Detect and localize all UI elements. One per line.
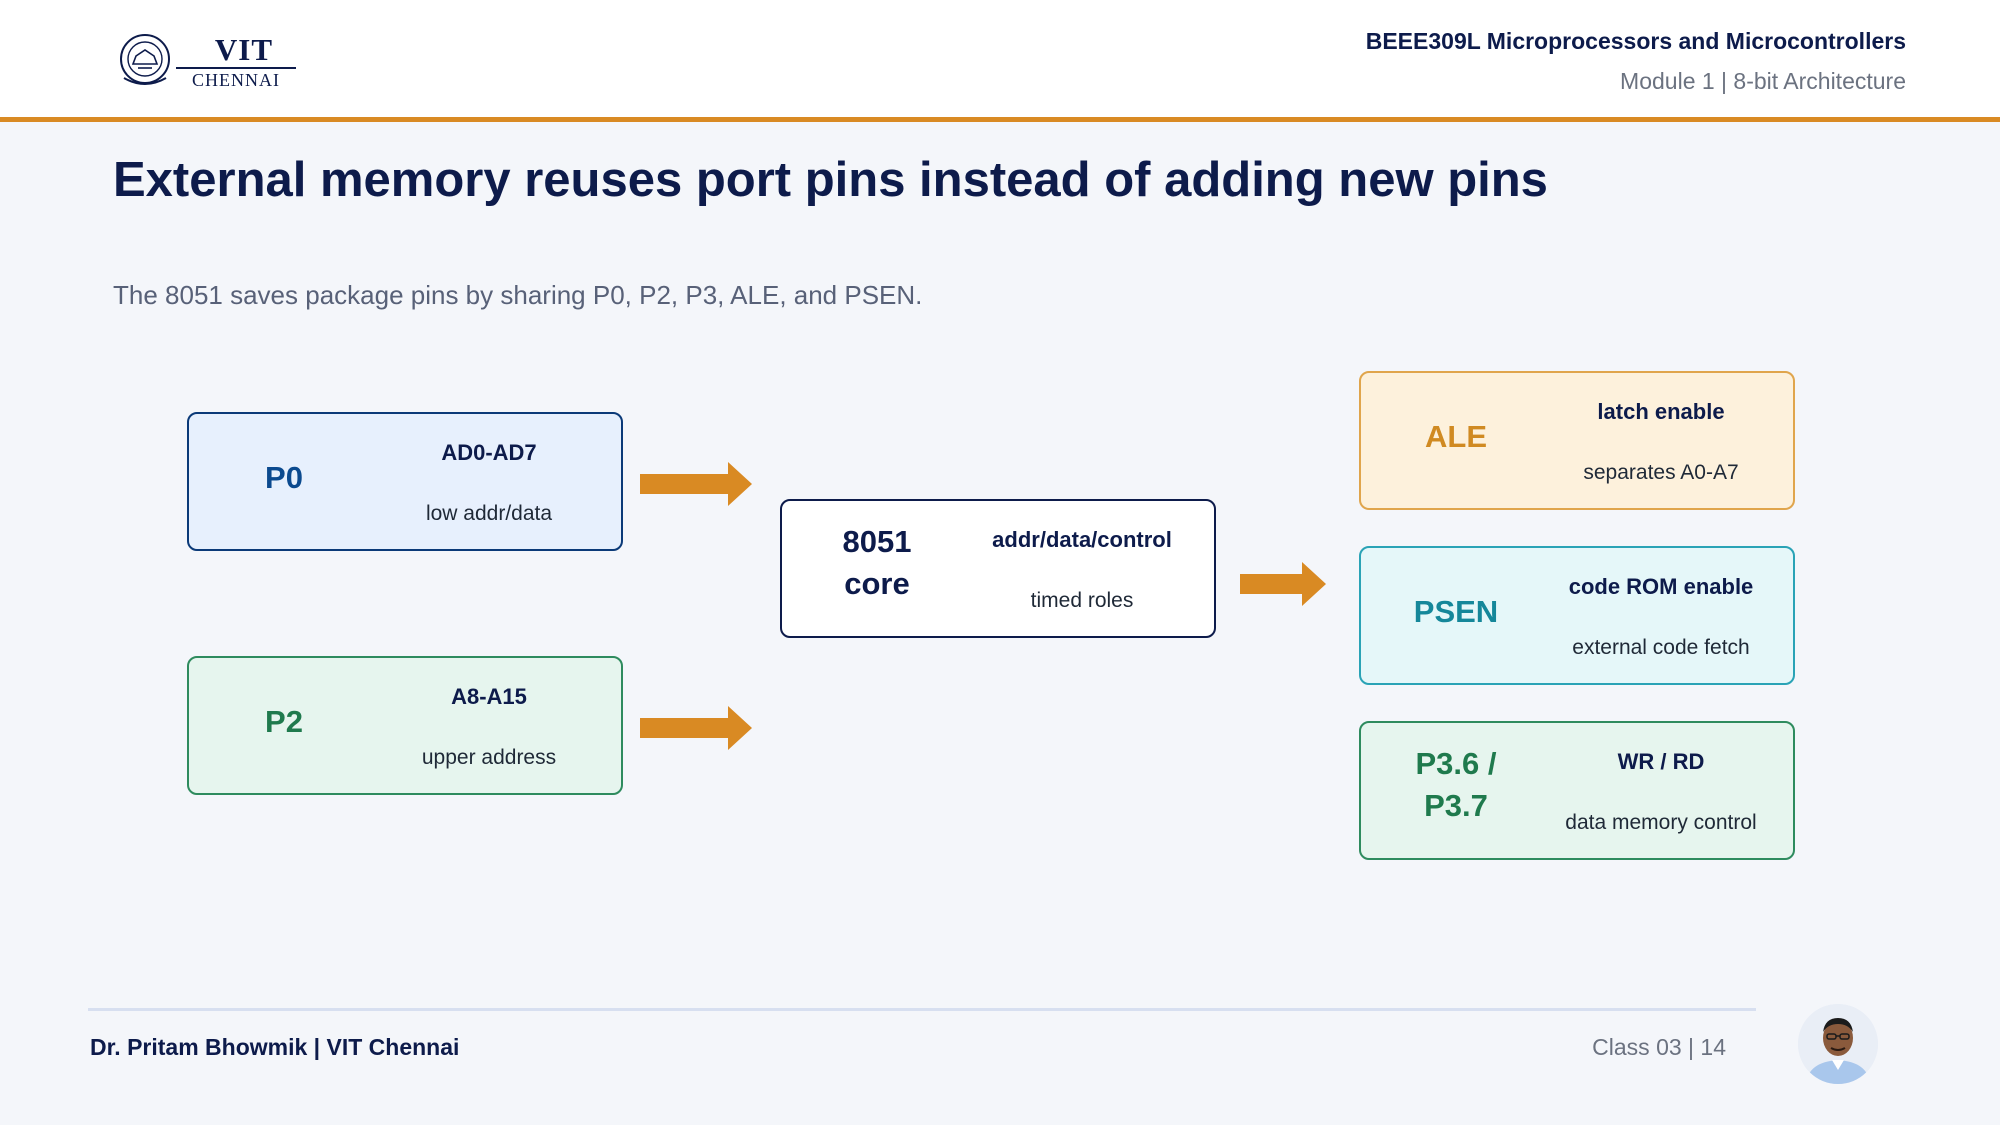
arrow-p0-to-core-icon <box>640 462 752 506</box>
core-name-line1: 8051 <box>842 524 912 559</box>
logo-rule <box>176 67 296 69</box>
arrow-p2-to-core-icon <box>640 706 752 750</box>
p3-name-line2: P3.7 <box>1424 788 1488 823</box>
presenter-avatar-icon <box>1798 1004 1878 1084</box>
logo-name: VIT <box>214 32 274 67</box>
course-title: BEEE309L Microprocessors and Microcontro… <box>1365 28 1906 54</box>
core-name-line2: core <box>844 566 910 601</box>
p2-box: P2 A8-A15 upper address <box>187 656 623 795</box>
p3-desc: data memory control <box>1565 811 1757 834</box>
ale-box: ALE latch enable separates A0-A7 <box>1359 371 1795 510</box>
p2-label: A8-A15 <box>451 684 527 709</box>
avatar <box>1798 1004 1878 1084</box>
core-label: addr/data/control <box>992 527 1172 552</box>
header-bar: VIT CHENNAI BEEE309L Microprocessors and… <box>0 0 2000 122</box>
psen-label: code ROM enable <box>1568 574 1754 599</box>
ale-label: latch enable <box>1597 399 1725 424</box>
footer-author: Dr. Pritam Bhowmik | VIT Chennai <box>90 1034 460 1060</box>
vit-seal-icon <box>120 34 170 85</box>
p3-name-line1: P3.6 / <box>1415 746 1497 781</box>
footer-class-page: Class 03 | 14 <box>1592 1034 1726 1060</box>
p2-name: P2 <box>265 704 303 739</box>
core-desc: timed roles <box>1030 589 1134 612</box>
footer-divider <box>88 1008 1756 1011</box>
course-subtitle: Module 1 | 8-bit Architecture <box>1620 68 1906 94</box>
p3-box: P3.6 / P3.7 WR / RD data memory control <box>1359 721 1795 860</box>
psen-box: PSEN code ROM enable external code fetch <box>1359 546 1795 685</box>
core-box: 8051 core addr/data/control timed roles <box>780 499 1216 638</box>
arrow-core-to-outputs-icon <box>1240 562 1326 606</box>
p0-desc: low addr/data <box>425 502 553 525</box>
p2-desc: upper address <box>421 746 557 769</box>
p0-box: P0 AD0-AD7 low addr/data <box>187 412 623 551</box>
p0-label: AD0-AD7 <box>441 440 537 465</box>
p3-label: WR / RD <box>1617 749 1705 774</box>
ale-name: ALE <box>1425 419 1487 454</box>
vit-logo: VIT CHENNAI <box>118 30 298 92</box>
logo-sub: CHENNAI <box>192 70 280 90</box>
p0-name: P0 <box>265 460 303 495</box>
psen-desc: external code fetch <box>1572 636 1750 659</box>
slide-subtitle: The 8051 saves package pins by sharing P… <box>113 280 923 310</box>
slide-title: External memory reuses port pins instead… <box>113 153 1548 207</box>
psen-name: PSEN <box>1413 594 1499 629</box>
ale-desc: separates A0-A7 <box>1583 461 1739 484</box>
